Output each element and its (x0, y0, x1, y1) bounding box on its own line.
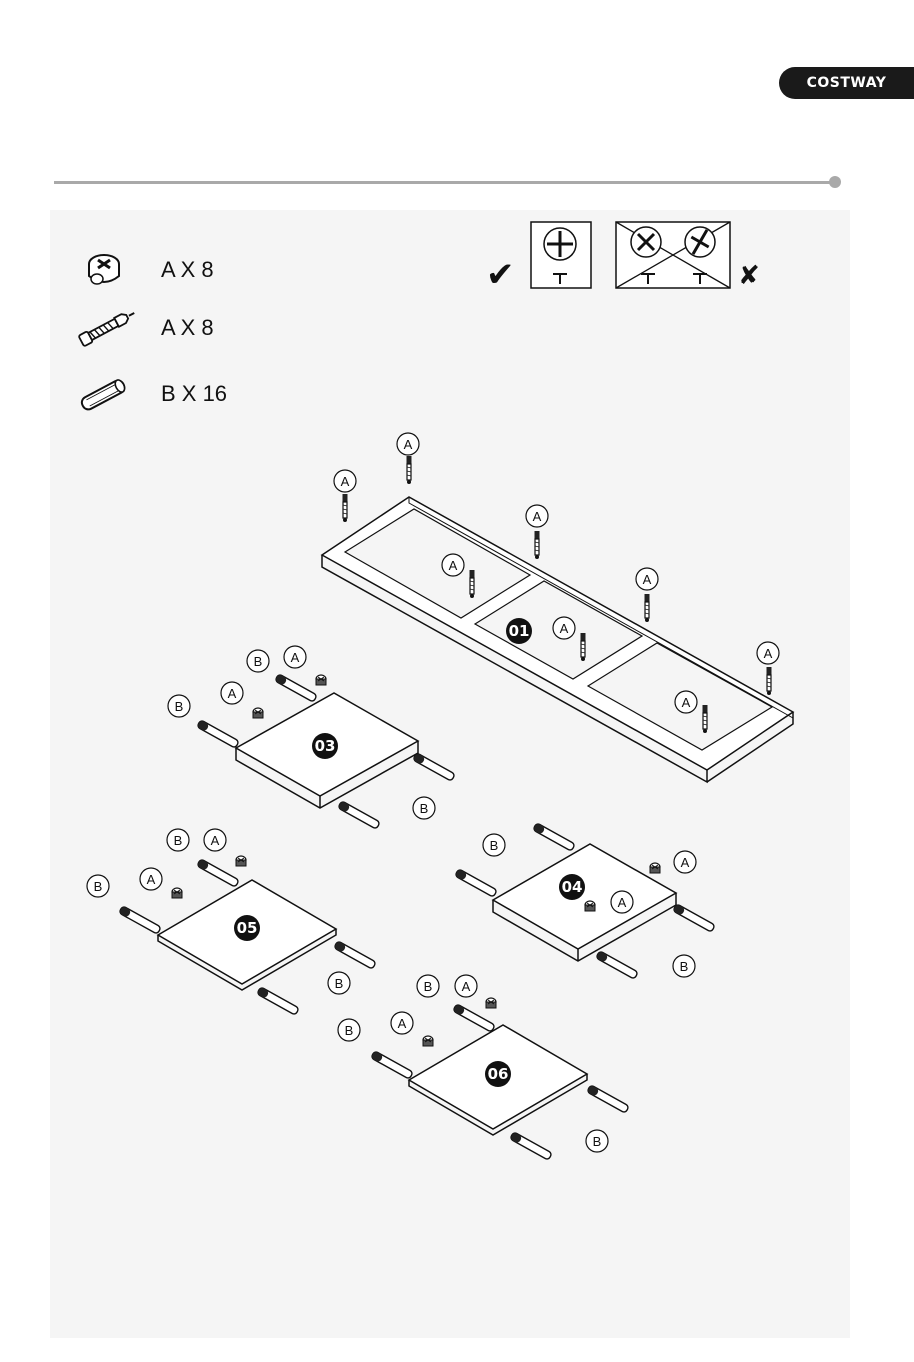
callout-letter: B (490, 838, 499, 853)
callout-letter: B (420, 801, 429, 816)
callout-letter: B (424, 979, 433, 994)
callout-letter: A (533, 509, 542, 524)
callout-letter: A (764, 646, 773, 661)
correct-check-icon: ✔ (486, 255, 515, 295)
callout-letter: A (618, 895, 627, 910)
callout-letter: A (643, 572, 652, 587)
step-06-number: 06 (488, 1065, 509, 1083)
callout-letter: A (404, 437, 413, 452)
callout-letter: A (681, 855, 690, 870)
step-03-number: 03 (315, 737, 336, 755)
step-01-number: 01 (509, 622, 530, 640)
callout-letter: A (341, 474, 350, 489)
orientation-guide: ✔ ✘ (486, 222, 760, 295)
callout-letter: A (449, 558, 458, 573)
callout-letter: A (228, 686, 237, 701)
callout-letter: A (291, 650, 300, 665)
callout-letter: A (147, 872, 156, 887)
callout-letter: B (680, 959, 689, 974)
callout-letter: B (335, 976, 344, 991)
callout-letter: B (345, 1023, 354, 1038)
callout-letter: B (254, 654, 263, 669)
callout-letter: B (174, 833, 183, 848)
callout-letter: A (560, 621, 569, 636)
incorrect-x-icon: ✘ (738, 261, 760, 291)
callout-letter: A (398, 1016, 407, 1031)
callout-letter: B (175, 699, 184, 714)
step-04-number: 04 (562, 878, 583, 896)
callout-letter: A (462, 979, 471, 994)
callout-letter: B (593, 1134, 602, 1149)
callout-letter: A (682, 695, 691, 710)
callout-letter: B (94, 879, 103, 894)
callout-letter: A (211, 833, 220, 848)
step-05-number: 05 (237, 919, 258, 937)
